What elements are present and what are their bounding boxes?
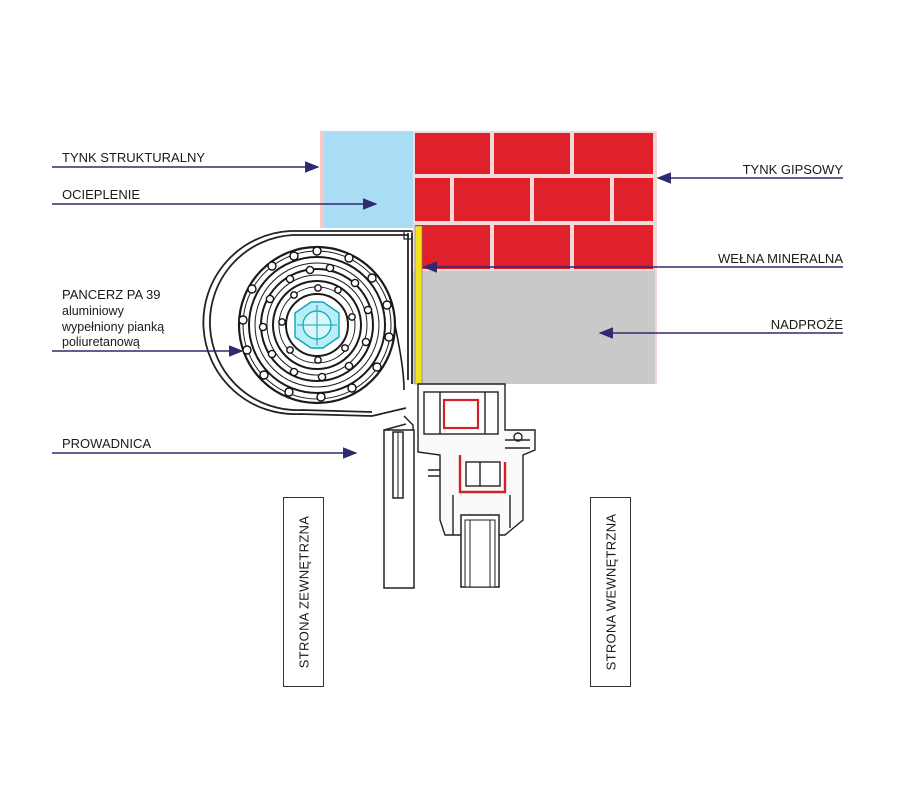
structural-plaster-layer [320,131,324,228]
label-strona-wewnetrzna: STRONA WEWNĘTRZNA [603,513,618,671]
mineral-wool-strip [414,225,423,385]
label-pancerz-fill: wypełniony pianką [61,320,164,334]
label-tynk-gipsowy: TYNK GIPSOWY [743,162,844,177]
shutter-axle [294,301,340,349]
slat-knuckles [238,246,394,402]
label-welna-mineralna: WEŁNA MINERALNA [718,251,843,266]
leader-lines [52,161,843,459]
label-tynk-strukturalny: TYNK STRUKTURALNY [62,150,205,165]
label-strona-zewnetrzna: STRONA ZEWNĘTRZNA [296,515,311,669]
label-pancerz-title: PANCERZ PA 39 [62,287,161,302]
gypsum-plaster-layer [653,131,657,384]
window-frame-profile [417,383,536,536]
brick-wall [413,131,655,271]
outer-side-box: STRONA ZEWNĘTRZNA [283,497,324,687]
inner-side-box: STRONA WEWNĘTRZNA [590,497,631,687]
label-prowadnica: PROWADNICA [62,436,151,451]
guide-rail [383,415,415,589]
label-nadproze: NADPROŻE [771,317,844,332]
glazing-unit [460,514,500,588]
insulation-layer [320,131,413,228]
shutter-box [202,230,413,417]
label-pancerz-material: aluminiowy [62,304,125,318]
label-ocieplenie: OCIEPLENIE [62,187,140,202]
lintel [413,271,655,384]
label-pancerz-foam: poliuretanową [62,335,140,349]
